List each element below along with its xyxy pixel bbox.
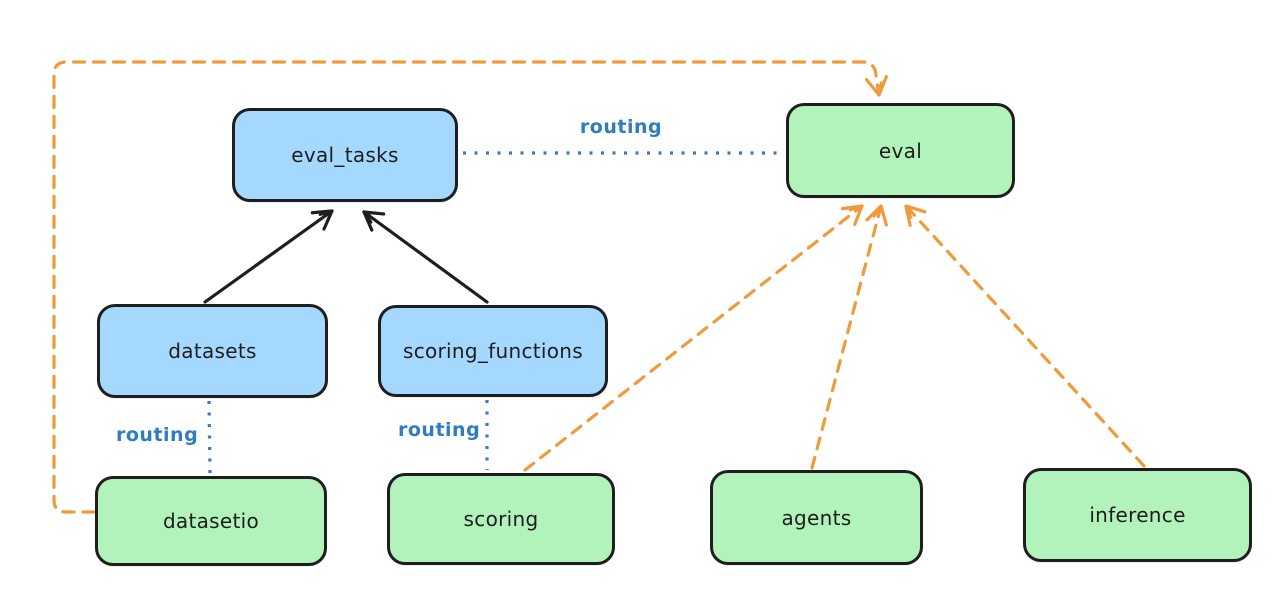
edge-datasets-to-datasetio-routing [207, 400, 212, 474]
node-scoring: scoring [387, 473, 615, 565]
edge-agents-to-eval [810, 204, 888, 470]
edge-scoring-to-eval [523, 204, 864, 472]
node-scoring-functions: scoring_functions [378, 305, 608, 397]
routing-label-scoring-fns-scoring: routing [398, 419, 481, 441]
routing-label-eval-tasks-eval: routing [579, 116, 663, 138]
edge-scoring_functions-to-eval_tasks [362, 210, 489, 304]
node-eval: eval [786, 103, 1015, 198]
edge-datasetio-to-eval-loop [52, 60, 888, 514]
node-inference: inference [1023, 468, 1252, 562]
node-datasetio: datasetio [95, 476, 327, 566]
node-datasets: datasets [97, 304, 328, 398]
routing-label-datasets-datasetio: routing [116, 424, 199, 446]
edge-datasets-to-eval_tasks [203, 209, 334, 304]
node-eval-tasks: eval_tasks [232, 108, 458, 202]
edge-inference-to-eval [904, 204, 1146, 468]
node-agents: agents [710, 470, 923, 565]
